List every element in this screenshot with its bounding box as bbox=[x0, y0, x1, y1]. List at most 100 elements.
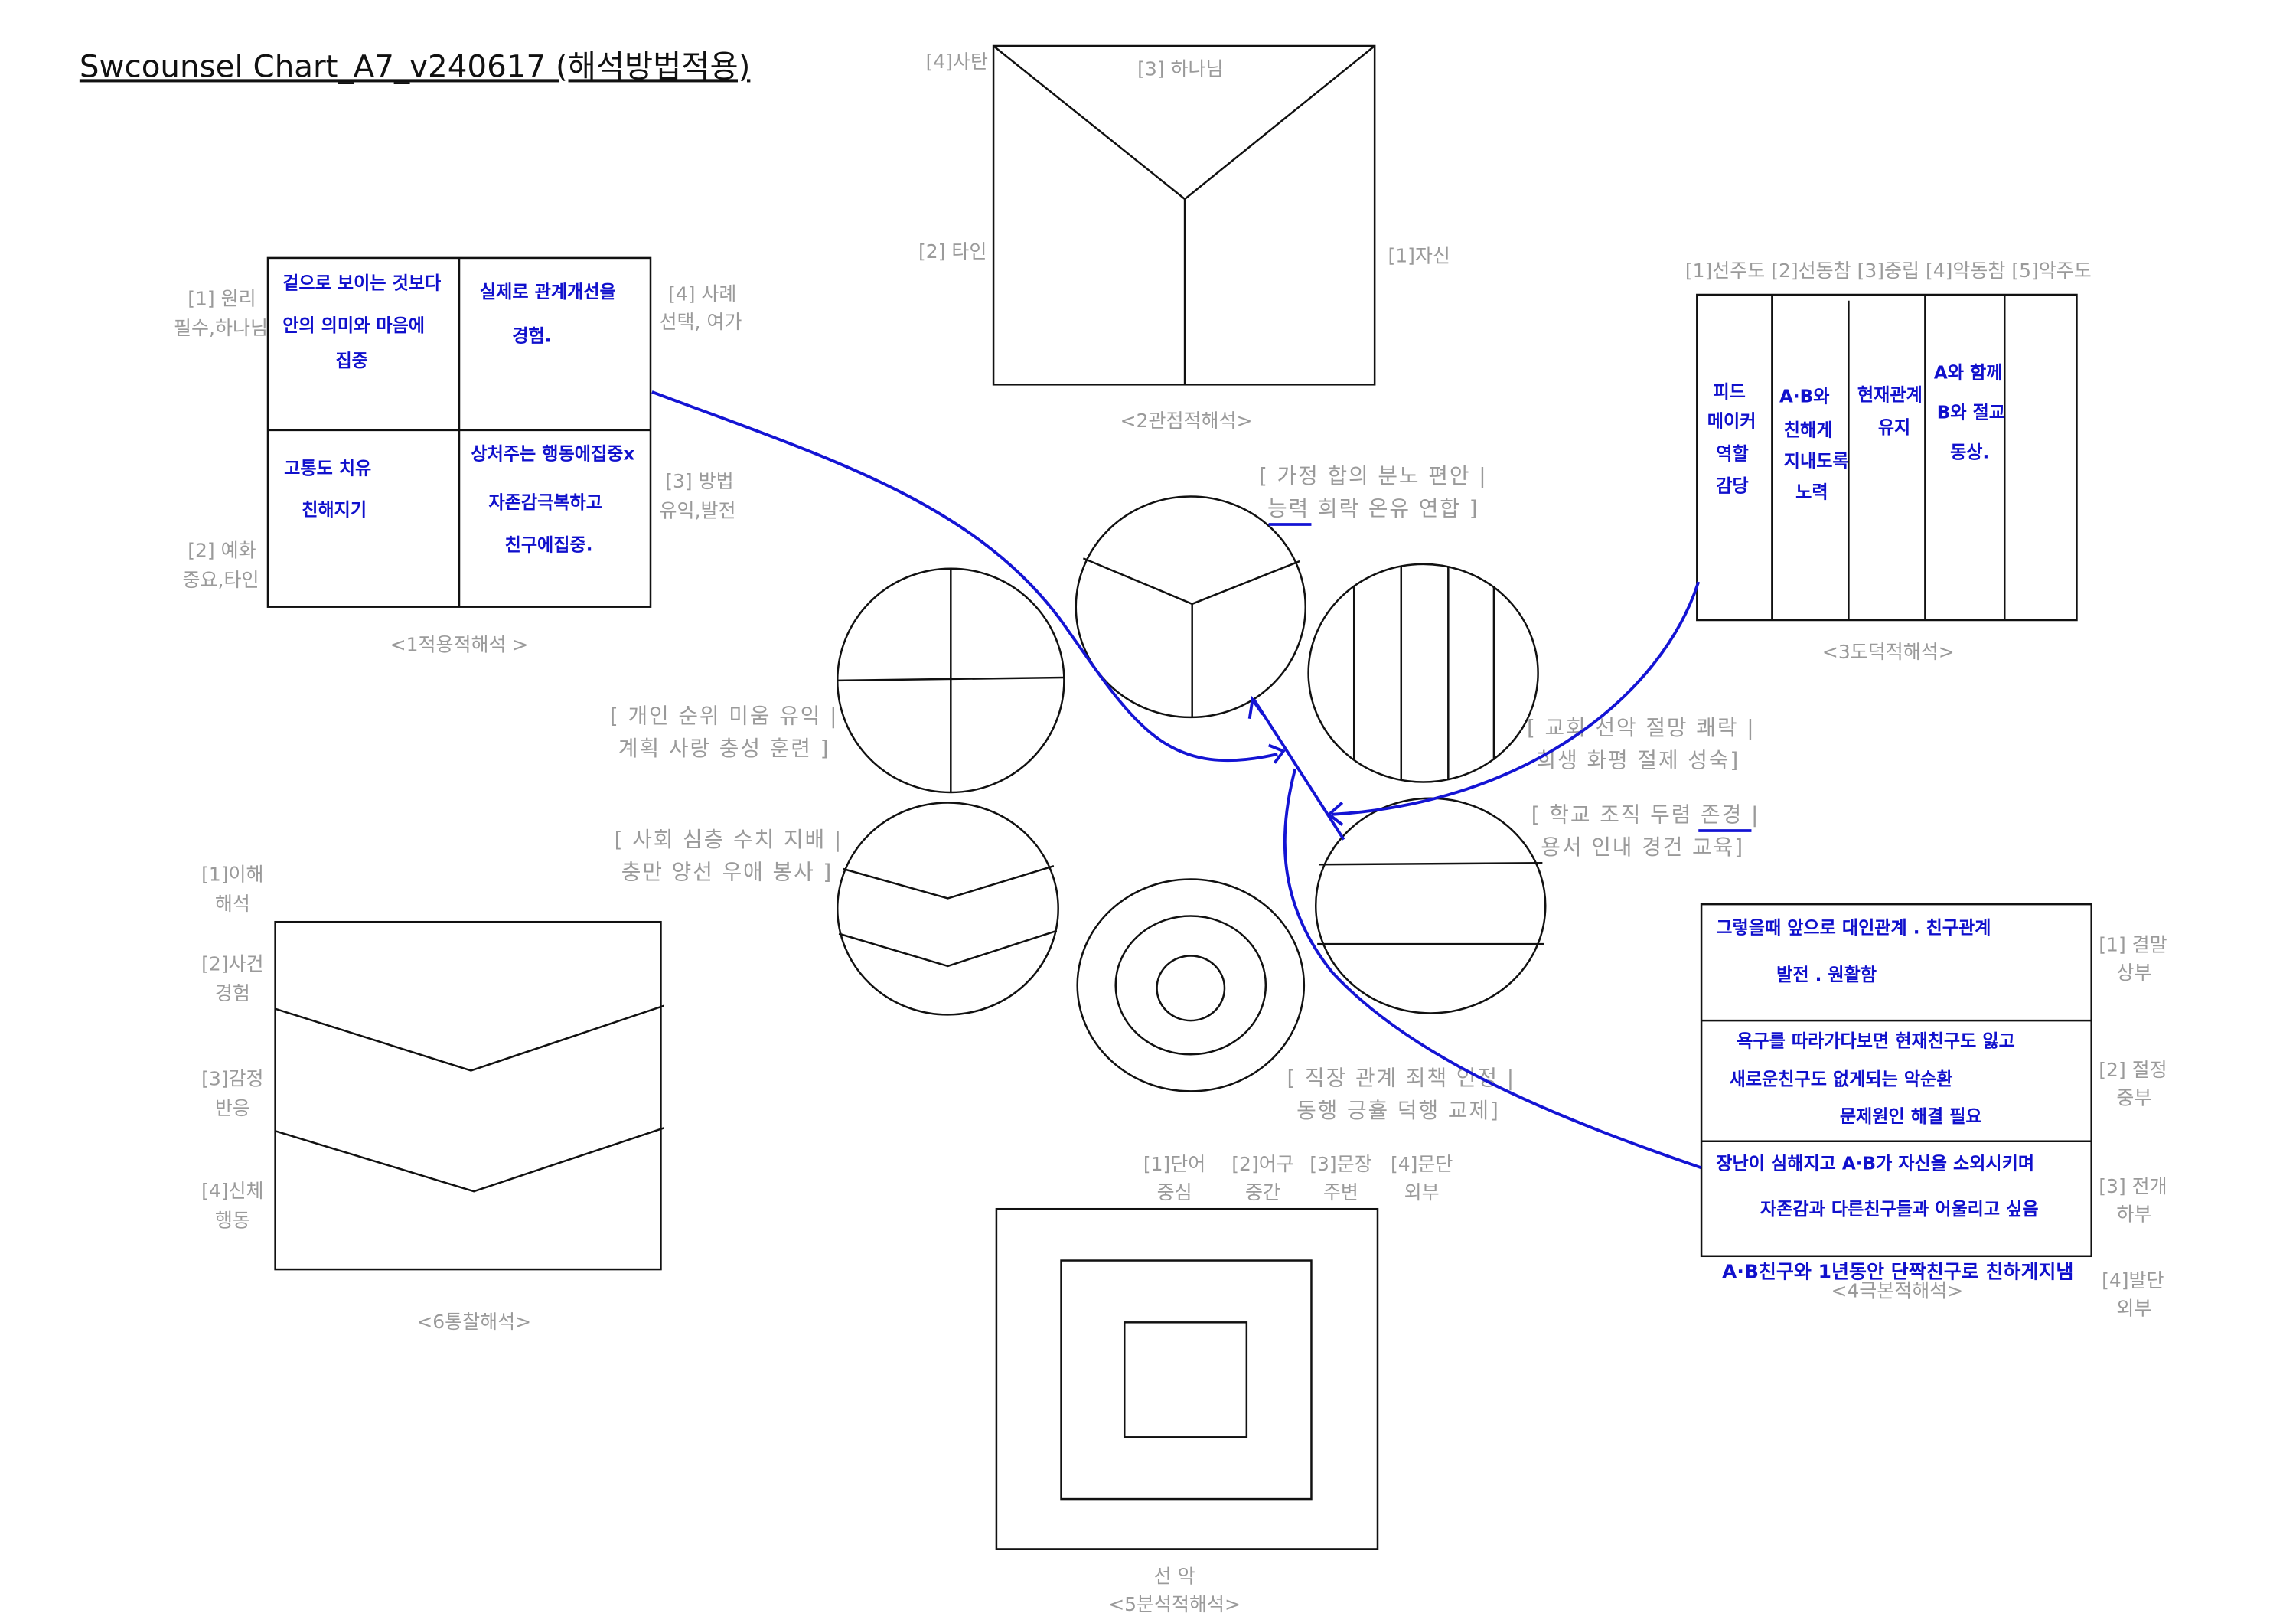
box-insight: [1]이해 해석 [2]사건 경험 [3]감정 반응 [4]신체 행동 <6통찰… bbox=[201, 863, 664, 1333]
box-frame bbox=[1696, 293, 2078, 622]
handwritten-note: A·B친구와 1년동안 단짝친구로 친하게지냄 bbox=[1722, 1261, 2073, 1283]
handwritten-note: 겉으로 보이는 것보다 bbox=[282, 273, 441, 293]
circle-label-work: [ 직장 관계 죄책 인정 | bbox=[1287, 1066, 1515, 1091]
handwritten-note: 역할 bbox=[1716, 444, 1748, 464]
label-case: [4] 사례 bbox=[668, 283, 736, 305]
label-development-sub: 하부 bbox=[2116, 1203, 2151, 1226]
handwritten-note: 유지 bbox=[1878, 418, 1910, 438]
arrow-connector bbox=[1283, 768, 1702, 1170]
circle-label-school: 용서 인내 경건 교육] bbox=[1541, 834, 1744, 860]
handwritten-note: 친해게 bbox=[1784, 421, 1833, 441]
circle-label-work: 동행 긍휼 덕행 교제] bbox=[1296, 1098, 1500, 1123]
label-paragraph: [4]문단 bbox=[1391, 1153, 1453, 1175]
handwritten-note: B와 절교 bbox=[1937, 403, 2005, 423]
good-evil-label: 선 악 bbox=[1154, 1566, 1195, 1588]
handwritten-note: 메이커 bbox=[1707, 412, 1756, 432]
handwritten-note: A와 함께 bbox=[1934, 364, 2003, 384]
label-principle-sub: 필수,하나님 bbox=[174, 317, 268, 339]
handwritten-note: 자존감과 다른친구들과 어울리고 싶음 bbox=[1760, 1200, 2039, 1220]
handwritten-note: 지내도록 bbox=[1784, 452, 1849, 472]
label-word-sub: 중심 bbox=[1157, 1181, 1192, 1203]
handwritten-note: 경험. bbox=[512, 327, 551, 347]
handwritten-note: 새로운친구도 없게되는 악순환 bbox=[1730, 1070, 1953, 1090]
circle-label-society: [ 사회 심층 수치 지배 | bbox=[615, 827, 843, 852]
label-climax: [2] 절정 bbox=[2099, 1059, 2167, 1081]
box-moral: [1]선주도 [2]선동참 [3]중립 [4]악동참 [5]악주도 피드 메이커… bbox=[1685, 260, 2092, 663]
handwritten-note: 현재관계 bbox=[1857, 385, 1923, 405]
label-others: [2] 타인 bbox=[918, 240, 987, 263]
box-analytic: [1]단어 중심 [2]어구 중간 [3]문장 주변 [4]문단 외부 선 악 … bbox=[995, 1153, 1453, 1615]
handwritten-note: 감당 bbox=[1716, 477, 1748, 497]
circle-work bbox=[1076, 878, 1306, 1092]
label-case-sub: 선택, 여가 bbox=[660, 311, 742, 333]
handwritten-note: A·B와 bbox=[1779, 387, 1829, 407]
handwritten-note: 집중 bbox=[335, 351, 367, 371]
box-perspective: [4]사탄 [3] 하나님 [2] 타인 [1]자신 <2관점적해석> bbox=[918, 44, 1450, 432]
circle-person bbox=[836, 567, 1065, 794]
circle-label-home: 능력 희락 온유 연합 ] bbox=[1267, 495, 1479, 521]
handwritten-note: 고통도 치유 bbox=[284, 459, 371, 479]
box-frame bbox=[1700, 903, 2092, 1258]
label-phrase: [2]어구 bbox=[1231, 1153, 1293, 1175]
label-emotion: [3]감정 bbox=[201, 1068, 263, 1090]
handwritten-note: 상처주는 행동에집중x bbox=[471, 444, 634, 464]
box-caption: <1적용적해석 > bbox=[390, 633, 529, 655]
label-method: [3] 방법 bbox=[665, 470, 733, 492]
circle-label-church: 희생 화평 절제 성숙] bbox=[1537, 747, 1740, 772]
box-caption: <6통찰해석> bbox=[416, 1311, 531, 1333]
handwritten-note: 안의 의미와 마음에 bbox=[282, 316, 425, 336]
arrow-connector bbox=[1252, 698, 1345, 841]
box-caption: <4극본적해석> bbox=[1831, 1280, 1963, 1302]
circle-home bbox=[1075, 495, 1307, 719]
handwritten-note: 욕구를 따라가다보면 현재친구도 잃고 bbox=[1737, 1032, 2015, 1052]
box-frame bbox=[274, 920, 662, 1271]
label-understanding-sub: 해석 bbox=[215, 893, 250, 915]
label-illustration-sub: 중요,타인 bbox=[183, 569, 259, 591]
arrowhead-icon bbox=[1267, 743, 1286, 764]
box-applicative: [1] 원리 필수,하나님 [2] 예화 중요,타인 [3] 방법 유익,발전 … bbox=[174, 256, 742, 655]
handwritten-note: 자존감극복하고 bbox=[488, 493, 602, 513]
circle-church bbox=[1307, 563, 1539, 783]
label-self: [1]자신 bbox=[1388, 245, 1450, 267]
label-god: [3] 하나님 bbox=[1137, 57, 1223, 80]
label-understanding: [1]이해 bbox=[201, 863, 263, 885]
circle-label-church: [ 교회 선악 절망 쾌락 | bbox=[1527, 715, 1756, 740]
arrow-connector bbox=[1332, 581, 1701, 816]
label-ending: [1] 결말 bbox=[2099, 934, 2167, 956]
circle-label-person: 계획 사랑 충성 훈련 ] bbox=[618, 736, 830, 761]
handwritten-note: 친구에집중. bbox=[505, 536, 593, 556]
column-header: [1]선주도 [2]선동참 [3]중립 [4]악동참 [5]악주도 bbox=[1685, 260, 2092, 282]
label-body-sub: 행동 bbox=[215, 1209, 250, 1231]
label-climax-sub: 중부 bbox=[2116, 1087, 2151, 1109]
handwritten-note: 친해지기 bbox=[302, 500, 367, 520]
handwritten-note: 피드 bbox=[1713, 383, 1745, 403]
label-beginning: [4]발단 bbox=[2102, 1269, 2164, 1292]
handwritten-note: 발전 . 원활함 bbox=[1776, 965, 1877, 985]
label-beginning-sub: 외부 bbox=[2116, 1298, 2151, 1320]
label-word: [1]단어 bbox=[1143, 1153, 1205, 1175]
handwritten-note: 그렇을때 앞으로 대인관계 . 친구관계 bbox=[1716, 919, 1991, 939]
box-caption: <2관점적해석> bbox=[1120, 410, 1253, 432]
box-frame bbox=[995, 1207, 1379, 1550]
label-emotion-sub: 반응 bbox=[215, 1097, 250, 1119]
circle-label-person: [ 개인 순위 미움 유익 | bbox=[610, 704, 839, 729]
circle-label-school: [ 학교 조직 두렴 존경 | bbox=[1531, 802, 1760, 827]
circle-label-home: [ 가정 합의 분노 편안 | bbox=[1259, 463, 1488, 488]
handwritten-note: 노력 bbox=[1795, 482, 1828, 502]
handwritten-note: 실제로 관계개선을 bbox=[480, 282, 616, 302]
label-satan: [4]사탄 bbox=[926, 51, 988, 73]
label-sentence-sub: 주변 bbox=[1323, 1181, 1358, 1203]
page-title: Swcounsel Chart_A7_v240617 (해석방법적용) bbox=[80, 48, 751, 84]
circle-school bbox=[1314, 797, 1547, 1014]
handwritten-note: 동상. bbox=[1950, 442, 1989, 462]
arrow-connector bbox=[651, 390, 1278, 763]
label-event: [2]사건 bbox=[201, 953, 263, 975]
label-principle: [1] 원리 bbox=[188, 287, 256, 309]
label-development: [3] 전개 bbox=[2099, 1175, 2167, 1197]
box-caption: <3도덕적해석> bbox=[1822, 641, 1955, 663]
box-caption: <5분석적해석> bbox=[1108, 1593, 1241, 1615]
label-method-sub: 유익,발전 bbox=[660, 499, 736, 521]
circle-label-society: 충만 양선 우애 봉사 ] bbox=[621, 859, 833, 884]
label-ending-sub: 상부 bbox=[2116, 962, 2151, 984]
